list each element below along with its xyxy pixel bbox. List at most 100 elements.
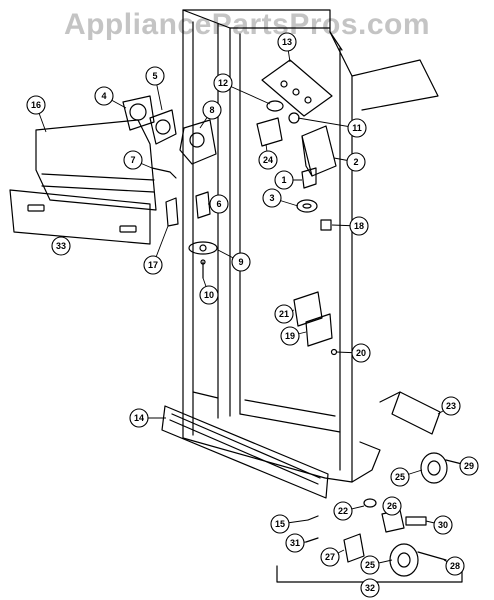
callout-circle xyxy=(274,170,294,190)
part-12-component xyxy=(266,100,284,112)
callout-circle xyxy=(320,547,340,567)
callout-circle xyxy=(262,188,282,208)
callout-number: 26 xyxy=(387,501,397,511)
callout-number: 4 xyxy=(101,91,106,101)
callout-number: 15 xyxy=(275,519,285,529)
callout-29: 29 xyxy=(459,456,479,476)
callout-number: 16 xyxy=(31,100,41,110)
part-20-screw xyxy=(330,348,338,356)
callout-2: 2 xyxy=(346,152,366,172)
callout-number: 31 xyxy=(290,538,300,548)
callout-circle xyxy=(145,66,165,86)
part-5-housing xyxy=(149,109,177,145)
callout-14: 14 xyxy=(129,408,149,428)
callout-15: 15 xyxy=(270,514,290,534)
callout-number: 3 xyxy=(269,193,274,203)
callout-27: 27 xyxy=(320,547,340,567)
part-1-clip xyxy=(301,167,317,189)
callout-number: 18 xyxy=(354,221,364,231)
part-8-assembly xyxy=(179,119,217,165)
callout-16: 16 xyxy=(26,95,46,115)
callout-number: 2 xyxy=(353,157,358,167)
callout-10: 10 xyxy=(199,285,219,305)
callout-6: 6 xyxy=(209,194,229,214)
callout-number: 27 xyxy=(325,552,335,562)
part-16-panel xyxy=(35,119,157,211)
callout-circle xyxy=(231,252,251,272)
callout-circle xyxy=(382,496,402,516)
callout-circle xyxy=(123,150,143,170)
part-14-toe-grille xyxy=(161,405,329,499)
callout-circle xyxy=(333,501,353,521)
cabinet-liner xyxy=(182,9,439,483)
callout-circle xyxy=(360,555,380,575)
callout-number: 1 xyxy=(281,175,286,185)
callout-24: 24 xyxy=(258,150,278,170)
callout-23: 23 xyxy=(441,396,461,416)
callout-17: 17 xyxy=(143,255,163,275)
callout-25: 25 xyxy=(390,467,410,487)
callout-circle xyxy=(347,118,367,138)
callout-circle xyxy=(277,32,297,52)
callout-number: 8 xyxy=(209,105,214,115)
callout-circle xyxy=(459,456,479,476)
part-11-component xyxy=(288,112,300,124)
callout-33: 33 xyxy=(51,236,71,256)
callout-circle xyxy=(285,533,305,553)
part-29-screw xyxy=(445,459,463,465)
part-3-grommet xyxy=(296,199,318,213)
callout-circle xyxy=(390,467,410,487)
part-9-disc xyxy=(188,241,218,255)
callout-number: 23 xyxy=(446,401,456,411)
callout-number: 30 xyxy=(438,520,448,530)
leader-line-11 xyxy=(297,117,358,129)
watermark-text: AppliancePartsPros.com xyxy=(63,8,431,41)
part-27-bracket xyxy=(343,533,365,563)
callout-22: 22 xyxy=(333,501,353,521)
callout-4: 4 xyxy=(94,86,114,106)
callout-number: 6 xyxy=(216,199,221,209)
part-6-bracket xyxy=(195,191,211,219)
part-7-wire xyxy=(151,167,177,179)
callout-circle xyxy=(202,100,222,120)
callout-number: 24 xyxy=(263,155,273,165)
callout-number: 10 xyxy=(204,290,214,300)
part-22-cap xyxy=(363,498,377,508)
callout-number: 19 xyxy=(285,331,295,341)
part-18-clip xyxy=(320,219,332,231)
callout-number: 25 xyxy=(395,472,405,482)
part-13-bracket xyxy=(261,59,333,117)
callout-21: 21 xyxy=(274,304,294,324)
callout-circle xyxy=(199,285,219,305)
part-15-screw xyxy=(307,515,319,521)
part-28-rod xyxy=(417,551,447,561)
callout-circle xyxy=(51,236,71,256)
callout-32: 32 xyxy=(360,578,380,598)
callout-number: 29 xyxy=(464,461,474,471)
callout-number: 20 xyxy=(356,348,366,358)
callout-circle xyxy=(270,514,290,534)
callout-8: 8 xyxy=(202,100,222,120)
part-21-housing xyxy=(293,291,323,327)
part-10-screw xyxy=(200,259,206,279)
callout-number: 11 xyxy=(352,123,362,133)
callout-28: 28 xyxy=(445,556,465,576)
part-25-wheel-upper xyxy=(420,452,448,484)
callout-circle xyxy=(360,578,380,598)
part-19-bracket xyxy=(305,313,333,347)
callout-20: 20 xyxy=(351,343,371,363)
callout-26: 26 xyxy=(382,496,402,516)
callout-circle xyxy=(213,73,233,93)
part-33-bracket xyxy=(9,189,151,245)
callout-number: 21 xyxy=(279,309,289,319)
callout-number: 28 xyxy=(450,561,460,571)
callout-9: 9 xyxy=(231,252,251,272)
callout-circle xyxy=(258,150,278,170)
callout-number: 9 xyxy=(238,257,243,267)
callout-1: 1 xyxy=(274,170,294,190)
part-24-box xyxy=(256,117,283,147)
callout-number: 17 xyxy=(148,260,158,270)
